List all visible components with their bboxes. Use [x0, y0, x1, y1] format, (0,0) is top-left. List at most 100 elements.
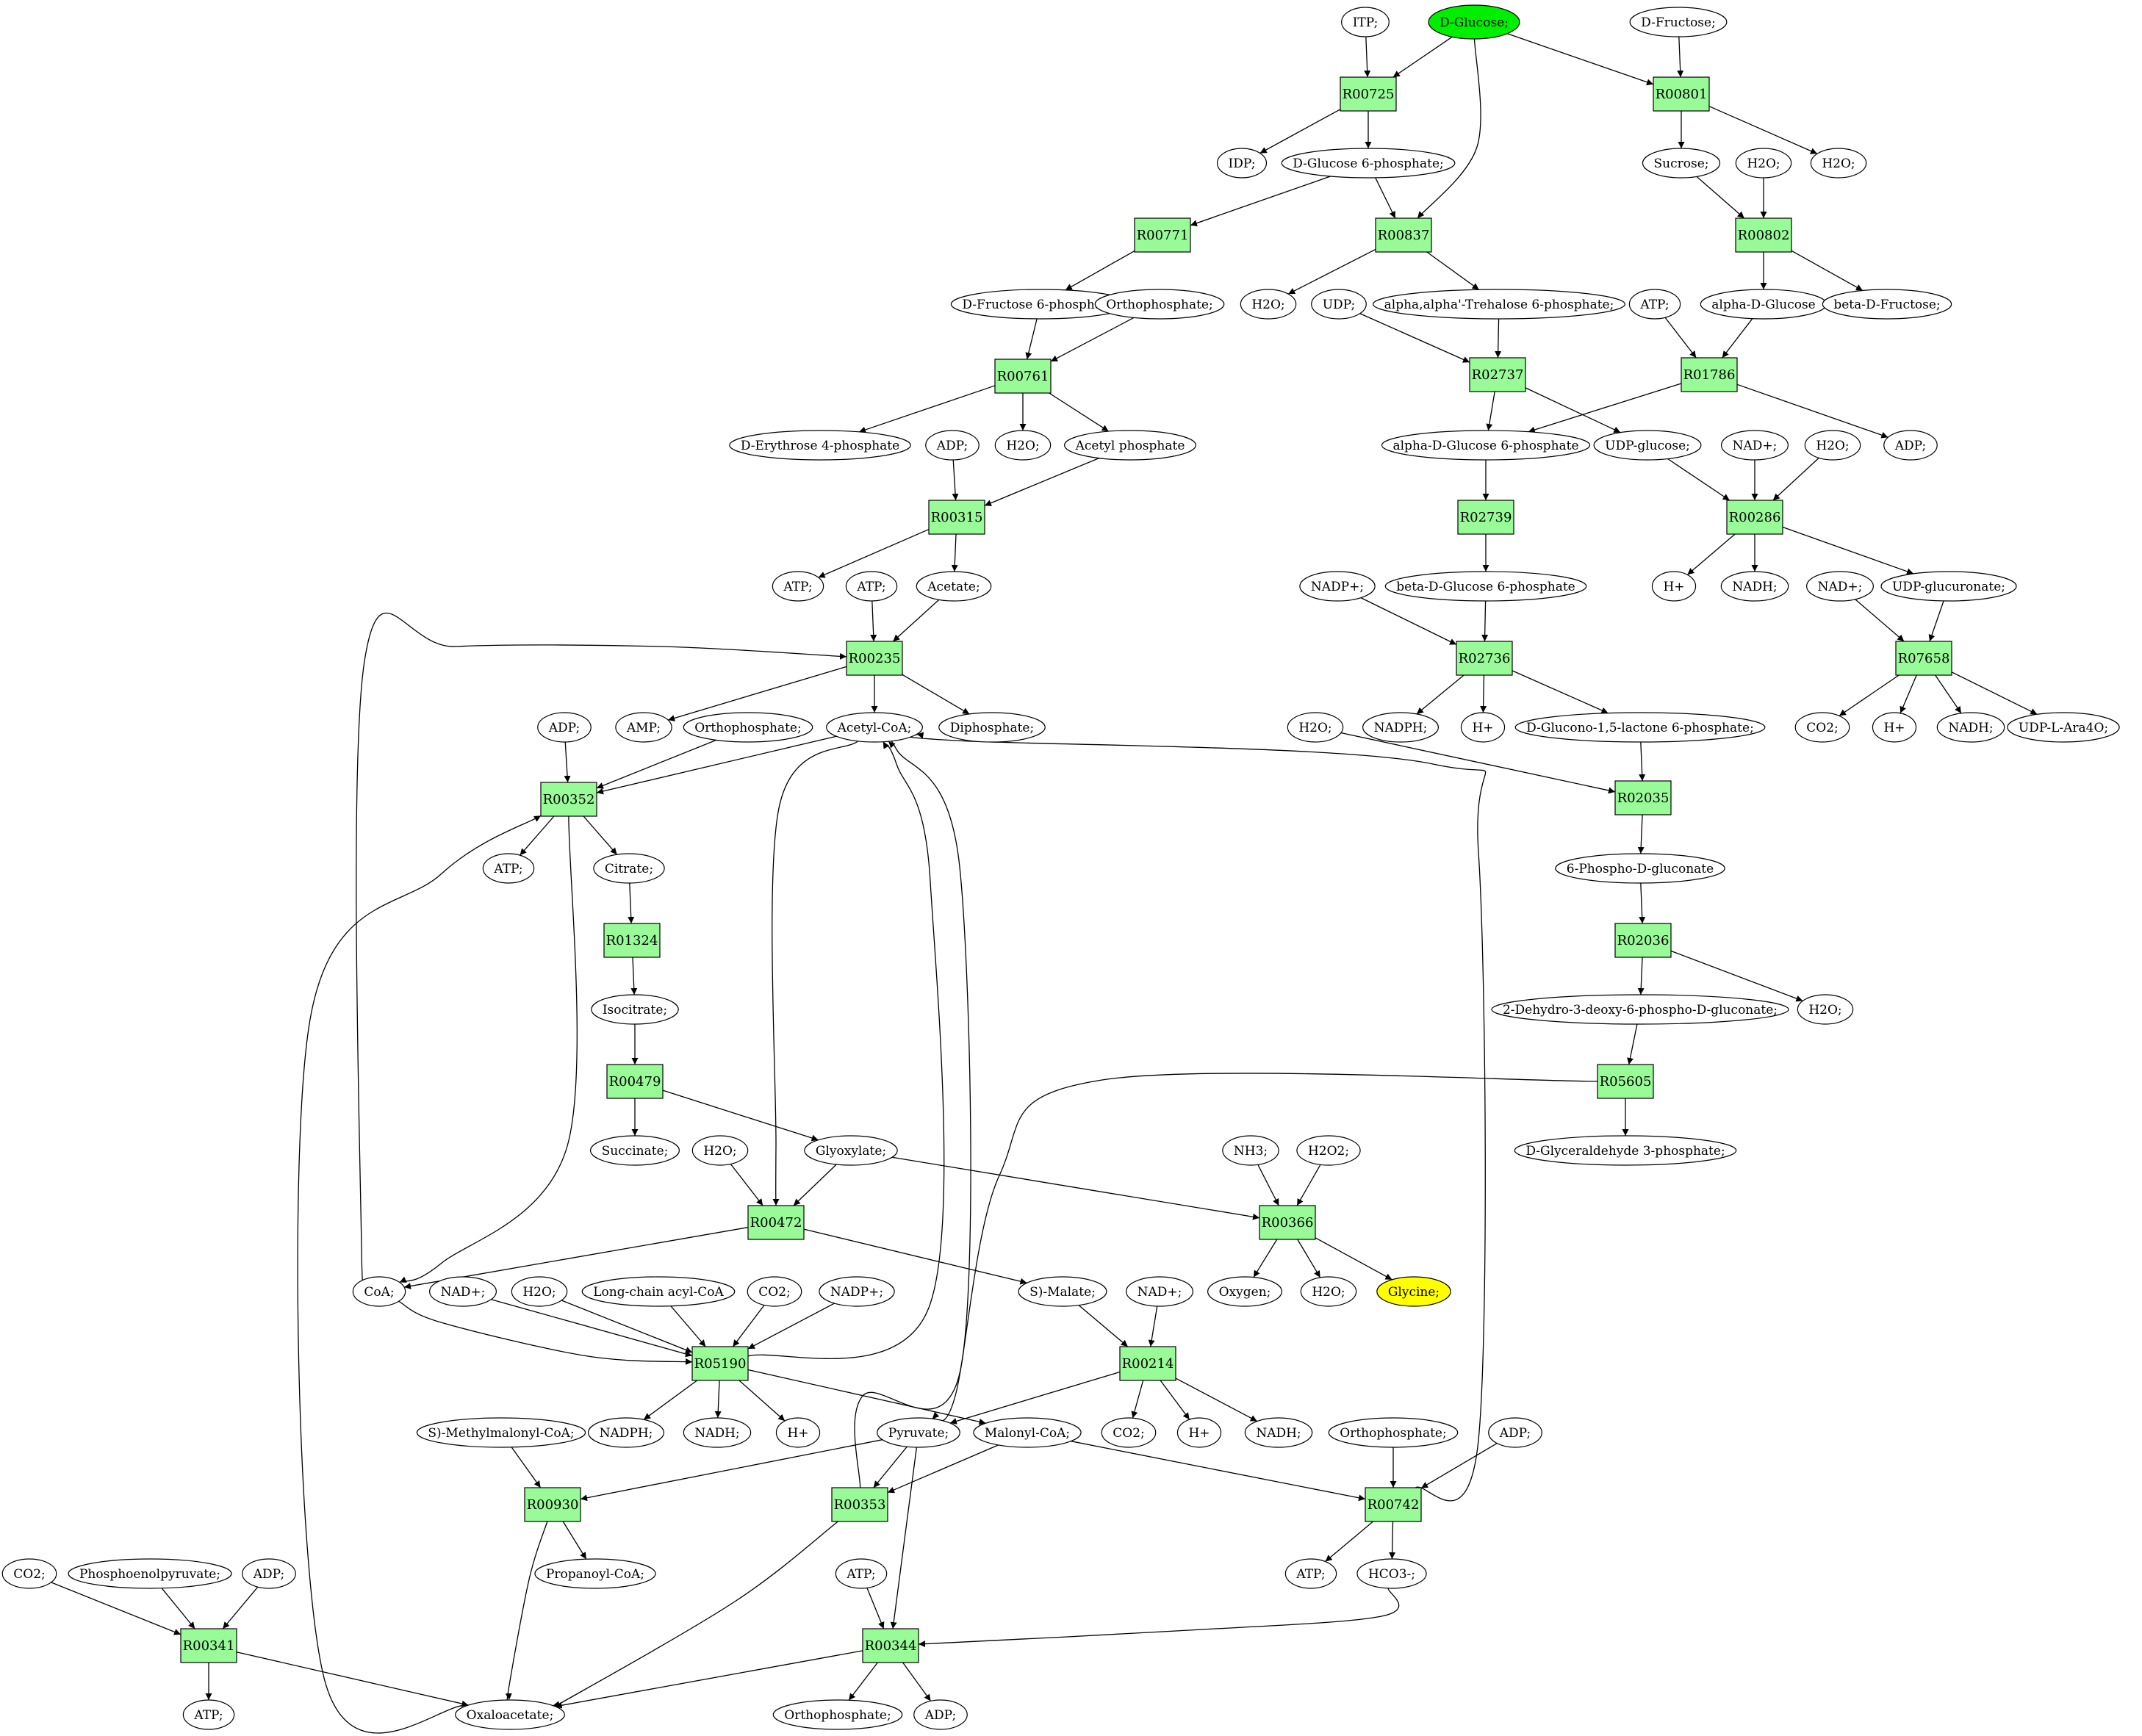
- reaction-node-R00352[interactable]: R00352: [540, 782, 597, 817]
- compound-node-c_atp_g[interactable]: ATP;: [835, 1558, 888, 1589]
- compound-node-c_coa[interactable]: CoA;: [352, 1276, 406, 1307]
- compound-node-c_h2o_i[interactable]: H2O;: [511, 1276, 568, 1307]
- compound-node-c_mmcoa[interactable]: S)-Methylmalonyl-CoA;: [416, 1417, 586, 1448]
- reaction-node-R00802[interactable]: R00802: [1735, 217, 1792, 253]
- compound-node-c_bg6p[interactable]: beta-D-Glucose 6-phosphate: [1384, 571, 1587, 602]
- compound-node-c_idp[interactable]: IDP;: [1216, 148, 1268, 179]
- compound-node-c_nad_b[interactable]: NAD+;: [1806, 571, 1874, 602]
- compound-node-c_co2_c[interactable]: CO2;: [1101, 1417, 1157, 1448]
- compound-node-c_h2o_b[interactable]: H2O;: [1810, 148, 1867, 179]
- compound-node-c_nad_d[interactable]: NAD+;: [1126, 1276, 1193, 1307]
- compound-node-c_h_d[interactable]: H+: [775, 1417, 821, 1448]
- compound-node-c_acetate[interactable]: Acetate;: [916, 571, 992, 602]
- compound-node-c_atp_e[interactable]: ATP;: [182, 1699, 235, 1730]
- compound-node-c_h2o_h[interactable]: H2O;: [691, 1135, 749, 1166]
- compound-node-c_pi_c[interactable]: Orthophosphate;: [1328, 1417, 1459, 1448]
- compound-node-c_atp_b[interactable]: ATP;: [772, 571, 824, 602]
- compound-node-c_kdpg[interactable]: 2-Dehydro-3-deoxy-6-phospho-D-gluconate;: [1491, 994, 1789, 1025]
- compound-node-c_ag6p[interactable]: alpha-D-Glucose 6-phosphate: [1381, 430, 1591, 461]
- compound-node-c_h2o_j[interactable]: H2O;: [1300, 1276, 1357, 1307]
- compound-node-c_tre6p[interactable]: alpha,alpha'-Trehalose 6-phosphate;: [1373, 289, 1625, 320]
- reaction-node-R02035[interactable]: R02035: [1614, 780, 1672, 815]
- compound-node-c_isocit[interactable]: Isocitrate;: [591, 994, 679, 1025]
- compound-node-c_adp_a[interactable]: ADP;: [925, 430, 980, 461]
- compound-node-c_sucrose[interactable]: Sucrose;: [1642, 148, 1721, 179]
- compound-node-c_f6p[interactable]: D-Fructose 6-phosphate;: [950, 289, 1131, 320]
- compound-node-c_oxygen[interactable]: Oxygen;: [1207, 1276, 1282, 1307]
- compound-node-c_pep[interactable]: Phosphoenolpyruvate;: [68, 1558, 232, 1589]
- reaction-node-R02736[interactable]: R02736: [1456, 641, 1513, 676]
- reaction-node-R02739[interactable]: R02739: [1457, 500, 1514, 535]
- compound-node-c_udpara[interactable]: UDP-L-Ara4O;: [2007, 712, 2120, 743]
- reaction-node-R00725[interactable]: R00725: [1340, 76, 1397, 112]
- compound-node-c_e4p[interactable]: D-Erythrose 4-phosphate: [729, 430, 911, 461]
- compound-node-c_adp_f[interactable]: ADP;: [913, 1699, 968, 1730]
- compound-node-c_co2_a[interactable]: CO2;: [1794, 712, 1850, 743]
- compound-node-c_udpglc[interactable]: UDP-glucose;: [1593, 430, 1702, 461]
- compound-node-c_nadh_d[interactable]: NADH;: [1244, 1417, 1313, 1448]
- reaction-node-R00344[interactable]: R00344: [862, 1628, 919, 1663]
- compound-node-c_malcoa[interactable]: Malonyl-CoA;: [973, 1417, 1082, 1448]
- reaction-node-R00286[interactable]: R00286: [1726, 500, 1783, 535]
- compound-node-c_gl6p[interactable]: D-Glucono-1,5-lactone 6-phosphate;: [1514, 712, 1766, 743]
- reaction-node-R01324[interactable]: R01324: [603, 923, 661, 958]
- compound-node-c_h2o_a[interactable]: H2O;: [1735, 148, 1792, 179]
- compound-node-c_h_b[interactable]: H+: [1460, 712, 1506, 743]
- compound-node-c_atp_f[interactable]: ATP;: [1284, 1558, 1337, 1589]
- compound-node-c_nadh_b[interactable]: NADH;: [1936, 712, 2005, 743]
- compound-node-c_glc[interactable]: D-Glucose;: [1428, 4, 1520, 40]
- compound-node-c_acp[interactable]: Acetyl phosphate: [1064, 430, 1196, 461]
- compound-node-c_h2o2[interactable]: H2O2;: [1296, 1135, 1361, 1166]
- compound-node-c_co2_d[interactable]: CO2;: [1, 1558, 57, 1589]
- reaction-node-R00771[interactable]: R00771: [1134, 217, 1191, 253]
- reaction-node-R05190[interactable]: R05190: [691, 1346, 749, 1381]
- compound-node-c_accoa[interactable]: Acetyl-CoA;: [826, 712, 923, 743]
- compound-node-c_fru[interactable]: D-Fructose;: [1629, 7, 1728, 37]
- compound-node-c_nadph_a[interactable]: NADPH;: [1362, 712, 1439, 743]
- compound-node-c_amp[interactable]: AMP;: [615, 712, 672, 743]
- compound-node-c_udpglcA[interactable]: UDP-glucuronate;: [1880, 571, 2017, 602]
- compound-node-c_atp_d[interactable]: ATP;: [482, 853, 535, 884]
- reaction-node-R00315[interactable]: R00315: [928, 500, 985, 535]
- reaction-node-R00742[interactable]: R00742: [1365, 1487, 1422, 1522]
- compound-node-c_pyr[interactable]: Pyruvate;: [877, 1417, 960, 1448]
- compound-node-c_succ[interactable]: Succinate;: [590, 1135, 680, 1166]
- compound-node-c_co2_b[interactable]: CO2;: [747, 1276, 802, 1307]
- reaction-node-R00472[interactable]: R00472: [747, 1205, 805, 1240]
- reaction-node-R00761[interactable]: R00761: [994, 359, 1052, 394]
- compound-node-c_h2o_d[interactable]: H2O;: [994, 430, 1052, 461]
- compound-node-c_adp_c[interactable]: ADP;: [537, 712, 592, 743]
- compound-node-c_citrate[interactable]: Citrate;: [593, 853, 665, 884]
- compound-node-c_udp[interactable]: UDP;: [1311, 289, 1367, 320]
- compound-node-c_nadp_a[interactable]: NADP+;: [1299, 571, 1376, 602]
- compound-node-c_adp_d[interactable]: ADP;: [1488, 1417, 1542, 1448]
- compound-node-c_lcacoa[interactable]: Long-chain acyl-CoA: [581, 1276, 736, 1307]
- compound-node-c_h2o_g[interactable]: H2O;: [1797, 994, 1854, 1025]
- compound-node-c_oaa[interactable]: Oxaloacetate;: [455, 1699, 565, 1730]
- compound-node-c_gap[interactable]: D-Glyceraldehyde 3-phosphate;: [1514, 1135, 1737, 1166]
- compound-node-c_glyox[interactable]: Glyoxylate;: [804, 1135, 898, 1166]
- compound-node-c_nad_c[interactable]: NAD+;: [429, 1276, 497, 1307]
- compound-node-c_pi_b[interactable]: Orthophosphate;: [683, 712, 813, 743]
- compound-node-c_h2o_c[interactable]: H2O;: [1240, 289, 1297, 320]
- compound-node-c_bfru[interactable]: beta-D-Fructose;: [1822, 289, 1952, 320]
- compound-node-c_gly[interactable]: Glycine;: [1376, 1276, 1451, 1307]
- compound-node-c_atp_c[interactable]: ATP;: [845, 571, 898, 602]
- compound-node-c_nadh_a[interactable]: NADH;: [1720, 571, 1789, 602]
- reaction-node-R00479[interactable]: R00479: [606, 1064, 664, 1099]
- compound-node-c_adp_e[interactable]: ADP;: [242, 1558, 296, 1589]
- compound-node-c_adp_b[interactable]: ADP;: [1883, 430, 1938, 461]
- reaction-node-R02737[interactable]: R02737: [1469, 357, 1526, 392]
- compound-node-c_hco3[interactable]: HCO3-;: [1356, 1558, 1427, 1589]
- reaction-node-R05605[interactable]: R05605: [1597, 1064, 1654, 1099]
- reaction-node-R00837[interactable]: R00837: [1375, 217, 1432, 253]
- compound-node-c_h2o_e[interactable]: H2O;: [1804, 430, 1861, 461]
- compound-node-c_h_a[interactable]: H+: [1651, 571, 1697, 602]
- compound-node-c_h2o_f[interactable]: H2O;: [1287, 712, 1344, 743]
- reaction-node-R00235[interactable]: R00235: [846, 641, 903, 676]
- reaction-node-R01786[interactable]: R01786: [1681, 357, 1738, 392]
- compound-node-c_6pg[interactable]: 6-Phospho-D-gluconate: [1555, 853, 1725, 884]
- reaction-node-R07658[interactable]: R07658: [1895, 641, 1952, 676]
- compound-node-c_nad_a[interactable]: NAD+;: [1721, 430, 1789, 461]
- compound-node-c_h_c[interactable]: H+: [1872, 712, 1917, 743]
